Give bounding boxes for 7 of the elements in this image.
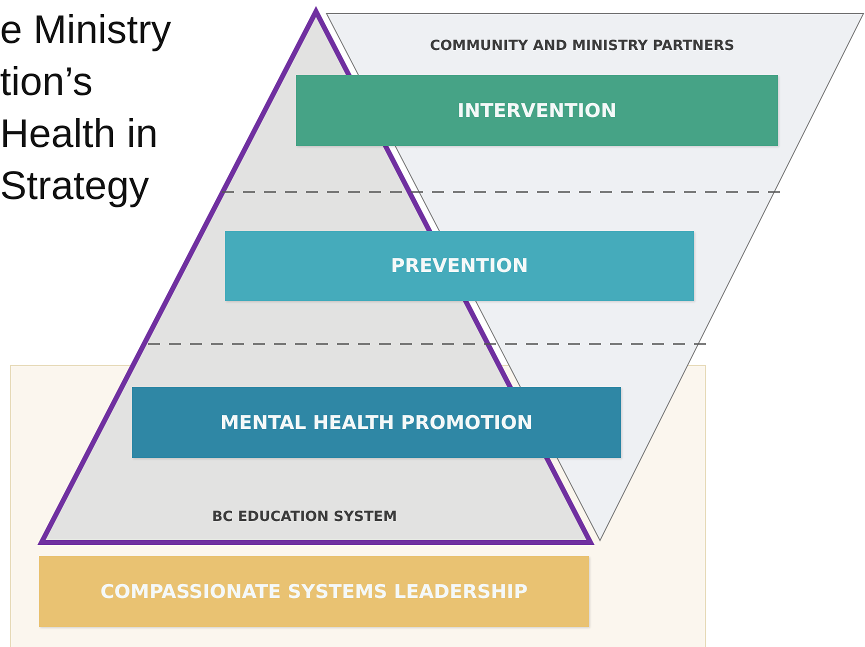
panel-label: BC EDUCATION SYSTEM	[212, 509, 397, 525]
group-label: COMMUNITY AND MINISTRY PARTNERS	[430, 38, 734, 54]
prevention-bar: PREVENTION	[225, 231, 694, 301]
leadership-bar: COMPASSIONATE SYSTEMS LEADERSHIP	[39, 556, 589, 627]
intervention-bar: INTERVENTION	[296, 75, 778, 146]
title: e Ministry tion’s Health in Strategy	[0, 7, 172, 210]
promotion-bar: MENTAL HEALTH PROMOTION	[132, 387, 621, 458]
